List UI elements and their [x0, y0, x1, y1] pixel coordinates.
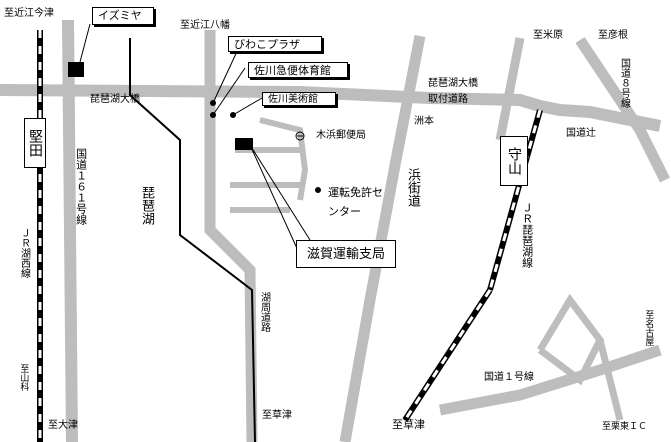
katata-station-label: 堅田: [27, 129, 43, 157]
label-to-otsu: 至大津: [48, 420, 78, 431]
label-hama-kaido: 浜街道: [404, 168, 420, 207]
label-to-hikone: 至彦根: [598, 30, 628, 41]
label-toritsuki-road: 取付道路: [428, 94, 468, 105]
label-sagawa-gym: 佐川急便体育館: [248, 62, 348, 78]
izumiya-marker: [68, 62, 84, 77]
biwako-plaza-leader: [212, 44, 241, 104]
label-to-kusatsu-bottom: 至草津: [392, 418, 425, 431]
main-east-west-road: [0, 84, 662, 132]
route-8-road: [575, 36, 670, 183]
label-to-nagoya: 至名古屋: [643, 310, 654, 346]
moriyama-station: 守山: [500, 136, 528, 186]
shiga-transport-office-marker: [235, 138, 253, 150]
label-biwako-ohashi-east: 琵琶湖大橋: [428, 78, 478, 89]
label-jr-kosei-line: ＪＲ湖西線: [18, 228, 30, 278]
label-kosyu-road: 湖周道路: [258, 292, 270, 332]
katata-station: 堅田: [24, 118, 46, 168]
label-to-maibara: 至米原: [533, 30, 563, 41]
route-1-road: [438, 344, 662, 416]
label-kokudo-tsuji: 国道辻: [566, 128, 596, 139]
transport-office-leader: [249, 144, 301, 256]
moriyama-station-label: 守山: [506, 147, 522, 175]
label-to-omi-hachiman: 至近江八幡: [180, 20, 230, 31]
north-right-road: [495, 37, 525, 141]
jr-biwako-line-track: [402, 109, 543, 422]
transport-office-leader: [249, 144, 311, 241]
label-route-8: 国道８号線: [618, 58, 630, 108]
label-lake-biwa: 琵琶湖: [138, 186, 154, 225]
label-izumiya: イズミヤ: [92, 7, 154, 25]
label-to-omi-imazu: 至近江今津: [4, 8, 54, 19]
label-to-ritto-ic: 至栗東ＩＣ: [602, 422, 648, 432]
label-to-yamashina: 至山科: [18, 364, 29, 391]
hama-kaido-road: [339, 34, 426, 442]
label-route-161: 国道１６１号線: [74, 148, 88, 225]
kosyu-road: [204, 30, 258, 442]
label-sagawa-museum: 佐川美術館: [262, 92, 336, 106]
label-sumoto: 洲本: [414, 116, 434, 127]
label-to-kusatsu-mid: 至草津: [262, 410, 292, 421]
label-jr-biwako-line: ＪＲ琵琶湖線: [520, 202, 534, 268]
label-license-center: 運転免許センター: [328, 186, 383, 218]
sagawa-gym-leader: [212, 67, 246, 116]
route-161-road: [62, 19, 78, 442]
lake-shoreline: [129, 38, 256, 442]
label-biwako-plaza: びわこプラザ: [228, 36, 322, 52]
label-biwako-ohashi-west: 琵琶湖大橋: [90, 94, 140, 105]
izumiya-leader: [79, 23, 91, 63]
label-shiga-transport-office: 滋賀運輸支局: [296, 240, 396, 268]
ic-road: [596, 339, 624, 421]
label-route-1: 国道１号線: [484, 372, 534, 383]
post-office-icon: [295, 131, 305, 141]
label-kihama-post-office: 木浜郵便局: [316, 130, 366, 141]
sagawa-museum-leader: [232, 97, 263, 116]
license-center-dot: [315, 187, 321, 193]
district-road-4: [259, 117, 309, 201]
